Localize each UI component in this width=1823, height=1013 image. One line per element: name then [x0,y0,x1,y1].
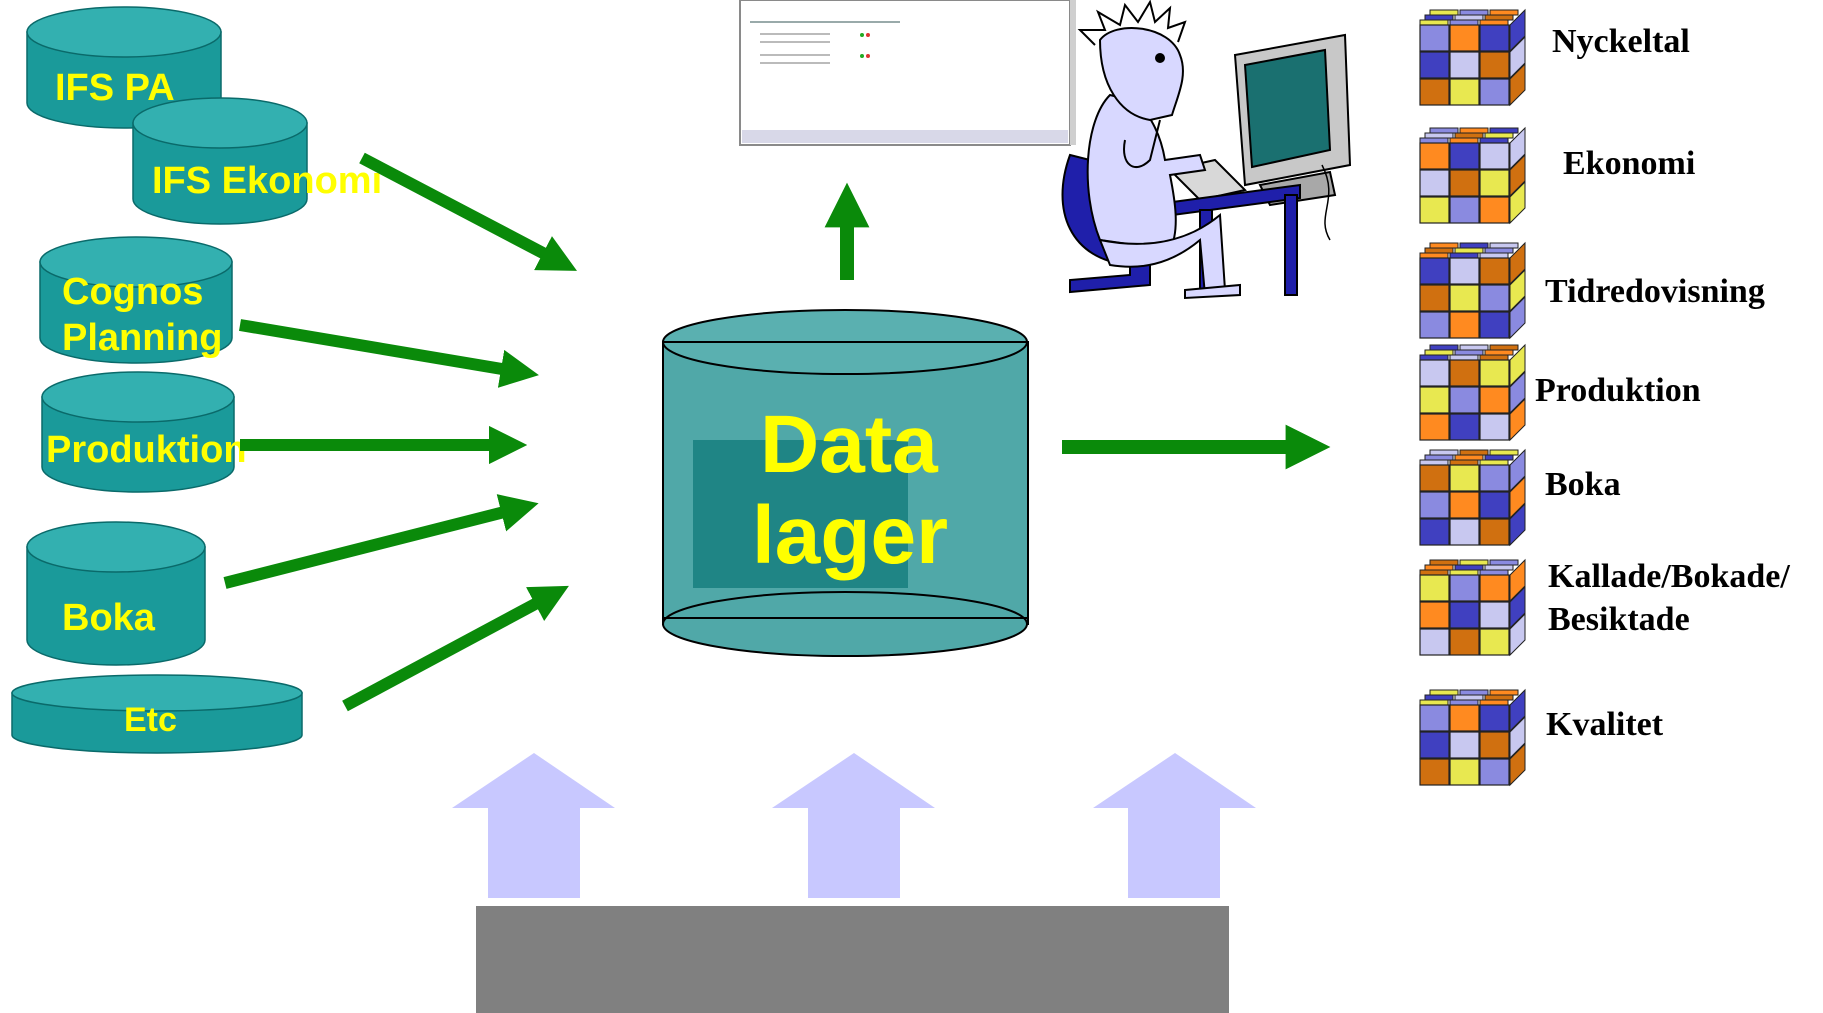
cube-label: Kvalitet [1546,706,1664,743]
cube-label: Kallade/Bokade/ [1548,558,1790,595]
warehouse-label: Data [760,399,939,490]
source-label: Boka [62,597,156,639]
cube-item: Produktion [1419,343,1701,442]
up-arrow [772,753,935,898]
arrow-boka [223,494,539,589]
source-cylinder-produktion: Produktion [41,371,247,493]
report-screenshot-thumbnail [739,0,1076,146]
cube-label: Ekonomi [1563,145,1695,182]
cube-label: Produktion [1535,372,1701,409]
rubiks-cube-icon [1419,126,1526,225]
support-arrows [452,753,1256,898]
cube-label: Besiktade [1548,601,1690,638]
source-label: IFS PA [55,67,175,109]
cube-label: Nyckeltal [1552,23,1690,60]
cube-label: Boka [1545,466,1621,503]
rubiks-cube-icon [1419,448,1526,547]
arrow-ifs-ekonomi [359,152,577,271]
rubiks-cube-icon [1419,343,1526,442]
arrow-etc [342,585,569,712]
data-warehouse-cylinder: Data lager [662,309,1029,657]
up-arrow [1093,753,1256,898]
warehouse-label: lager [752,490,948,581]
infrastructure-base [476,906,1229,1013]
rubiks-cube-icon [1419,241,1526,340]
cube-item: Tidredovisning [1419,241,1765,340]
source-cylinder-ifs-ekonomi: IFS Ekonomi [132,97,382,225]
source-cylinder-boka: Boka [26,521,206,666]
source-arrows [223,152,577,712]
rubiks-cube-icon [1419,558,1526,657]
up-arrow [452,753,615,898]
source-label: IFS Ekonomi [152,160,382,202]
cube-list: NyckeltalEkonomiTidredovisningProduktion… [1419,8,1790,787]
cube-item: Kvalitet [1419,688,1664,787]
source-label: Produktion [46,429,247,471]
source-label: Planning [62,317,222,359]
rubiks-cube-icon [1419,8,1526,107]
cube-item: Ekonomi [1419,126,1695,225]
source-label: Etc [124,701,177,739]
cube-item: Nyckeltal [1419,8,1690,107]
cube-item: Boka [1419,448,1621,547]
arrow-cognos [239,319,539,388]
cube-label: Tidredovisning [1545,273,1765,310]
person-at-computer-illustration [1061,0,1352,300]
cube-item: Kallade/Bokade/Besiktade [1419,558,1790,657]
source-label: Cognos [62,271,203,313]
source-cylinder-cognos-planning: Cognos Planning [39,236,233,364]
rubiks-cube-icon [1419,688,1526,787]
source-cylinder-etc: Etc [11,674,303,754]
